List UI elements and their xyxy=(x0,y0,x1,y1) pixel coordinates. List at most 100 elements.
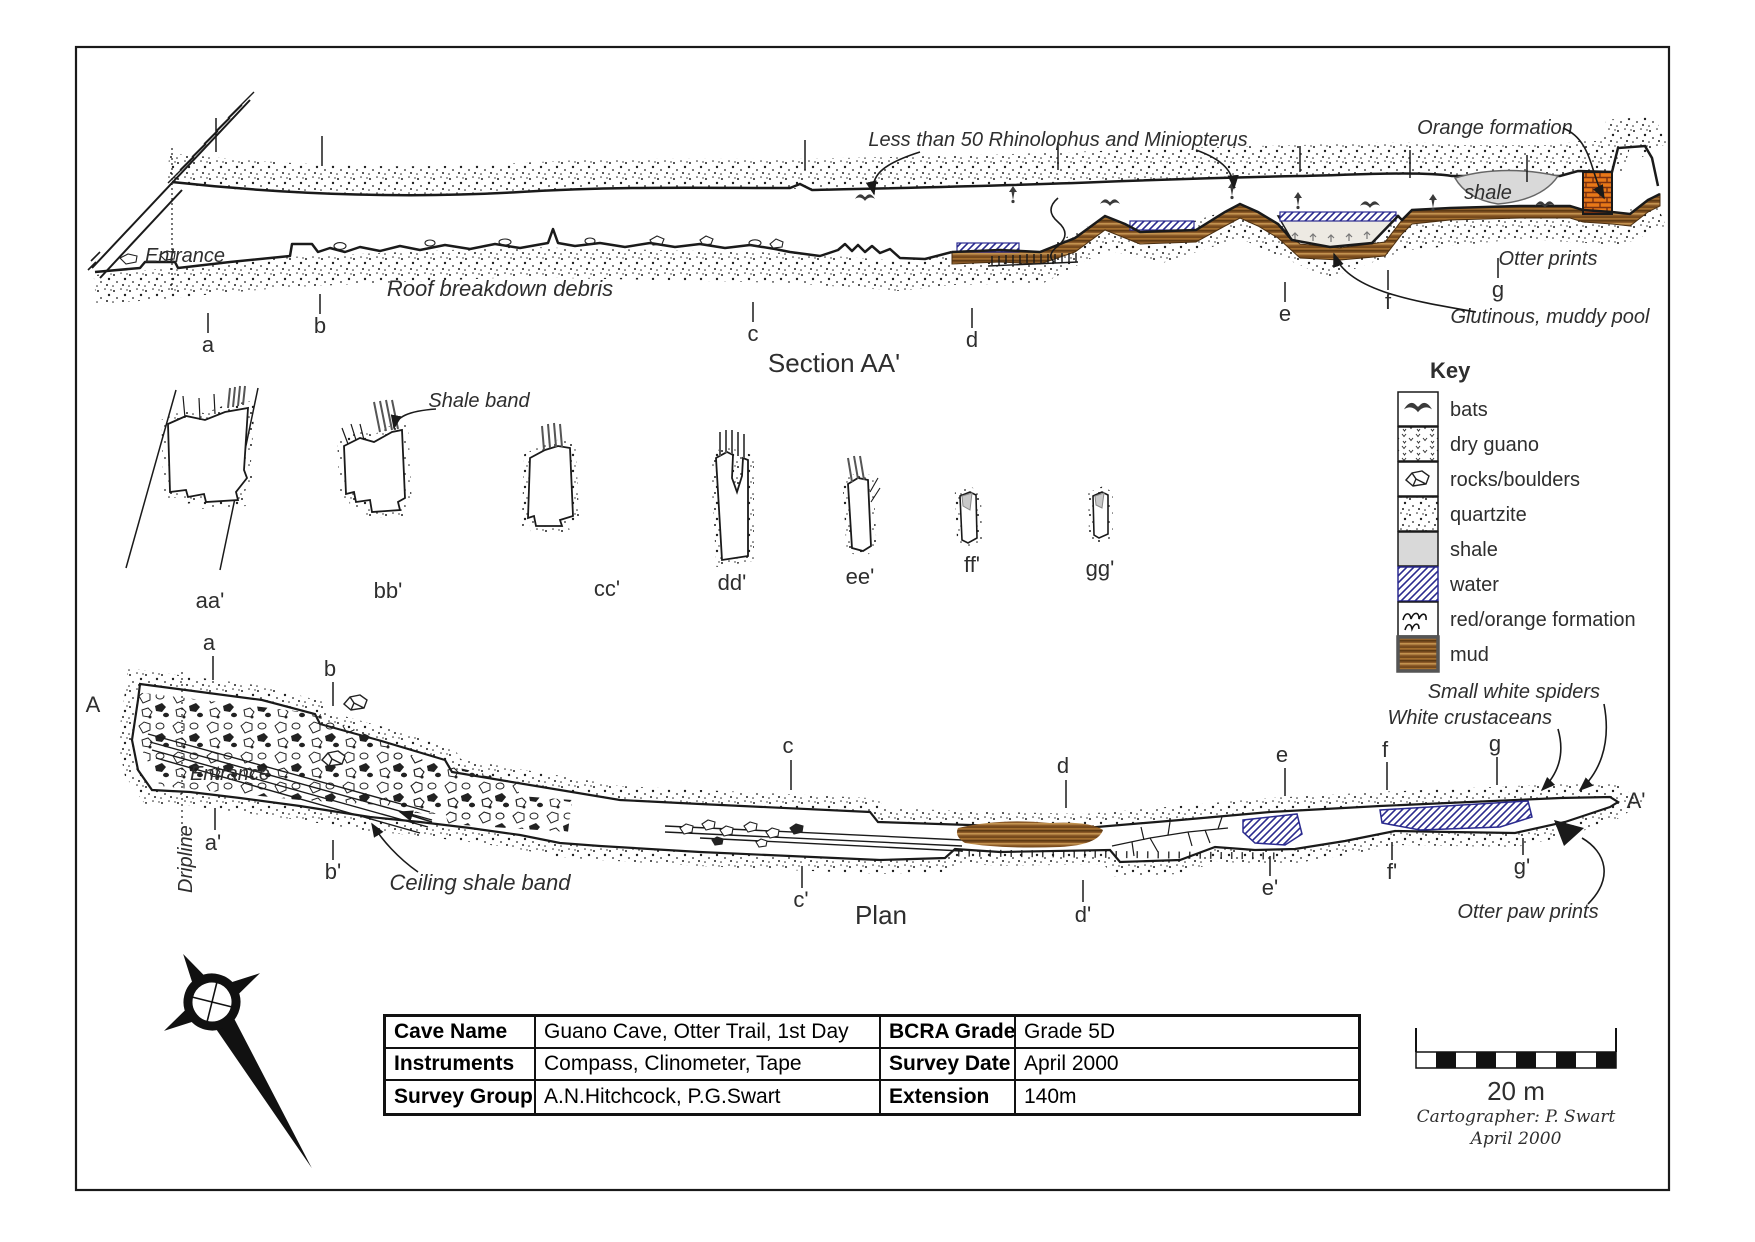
plan-stations-top: a b c d e f g xyxy=(203,630,1501,808)
plan-title: Plan xyxy=(855,900,907,930)
cross-section-gg: gg' xyxy=(1086,492,1115,581)
plan-mud-patch xyxy=(956,821,1103,848)
plan-station-d-prime: d' xyxy=(1075,902,1091,927)
station-g: g xyxy=(1492,277,1504,302)
otter-paw-label: Otter paw prints xyxy=(1457,901,1598,923)
plan-station-e: e xyxy=(1276,742,1288,767)
section-title: Section AA' xyxy=(768,348,900,378)
bats-note-arrow-left xyxy=(865,151,921,196)
xsec-label-dd: dd' xyxy=(718,570,747,595)
floor-cracks xyxy=(1111,816,1229,857)
plan-station-f-prime: f' xyxy=(1387,859,1397,884)
entrance-slope xyxy=(87,91,255,292)
bats-note: Less than 50 Rhinolophus and Miniopterus xyxy=(868,129,1247,151)
orange-formation-label: Orange formation xyxy=(1417,117,1573,139)
red-orange-squiggle-icon xyxy=(1402,612,1427,632)
table-value-cave-name: Guano Cave, Otter Trail, 1st Day xyxy=(536,1017,881,1049)
large-boulder-1 xyxy=(343,694,368,711)
key-label-rocks: rocks/boulders xyxy=(1450,469,1580,491)
table-value-extension: 140m xyxy=(1024,1085,1077,1108)
station-b: b xyxy=(314,313,326,338)
crustaceans-label: White crustaceans xyxy=(1387,707,1552,729)
cross-section-bb: bb' xyxy=(342,399,405,603)
plan-water-2 xyxy=(1379,800,1533,831)
scale-bar: 20 m Cartographer: P. Swart April 2000 xyxy=(1415,1028,1617,1149)
water-pool-2 xyxy=(1129,220,1195,231)
table-value-instruments: Compass, Clinometer, Tape xyxy=(536,1049,881,1081)
station-a: a xyxy=(202,332,215,357)
border-frame xyxy=(74,45,1671,1192)
otter-paw-arrowhead xyxy=(1554,820,1584,846)
scale-label: 20 m xyxy=(1487,1076,1545,1106)
table-label-cave-name: Cave Name xyxy=(386,1017,536,1049)
shale-lens-label: shale xyxy=(1464,182,1512,204)
boulder-field-1 xyxy=(135,692,430,808)
shale-band-arrow xyxy=(390,408,437,430)
plan-a-label: A xyxy=(86,692,101,717)
shale-band-label: Shale band xyxy=(428,390,530,412)
plan-a-prime-label: A' xyxy=(1627,788,1646,813)
section-top-ticks xyxy=(215,118,1528,182)
table-value-survey-date: April 2000 xyxy=(1016,1049,1358,1081)
key-label-water: water xyxy=(1449,574,1499,596)
otter-paw-arrow xyxy=(1581,837,1605,905)
xsec-label-ee: ee' xyxy=(846,564,875,589)
plan-station-c: c xyxy=(783,733,794,758)
cross-section-ff: ff' xyxy=(960,492,980,577)
station-f: f xyxy=(1385,289,1392,314)
xsec-label-cc: cc' xyxy=(594,576,620,601)
spiders-arrow xyxy=(1578,703,1608,792)
plan-station-a: a xyxy=(203,630,216,655)
plan-station-b: b xyxy=(324,656,336,681)
plan-entrance-label: Entrance xyxy=(190,763,270,785)
crustaceans-arrow xyxy=(1540,728,1562,792)
plan-station-f: f xyxy=(1382,737,1389,762)
meander-line xyxy=(1050,197,1066,263)
ceiling-shale-band-arrow xyxy=(371,822,419,873)
debris-label: Roof breakdown debris xyxy=(387,276,613,301)
muddy-pool-label: Glutinous, muddy pool xyxy=(1450,306,1650,328)
shale-lens xyxy=(1453,169,1560,205)
cartographer-credit: Cartographer: P. Swart xyxy=(1417,1107,1616,1127)
pool-marks xyxy=(1291,231,1371,242)
section-stations: a b c d e f g xyxy=(202,258,1504,357)
table-label-extension: Extension xyxy=(881,1081,1016,1113)
section-view: shale Entrance Roof breakdown xyxy=(87,91,1669,378)
section-entrance-label: Entrance xyxy=(145,245,225,267)
table-label-survey-group: Survey Group xyxy=(386,1081,536,1113)
key-label-red-orange: red/orange formation xyxy=(1450,609,1636,631)
credit-date: April 2000 xyxy=(1469,1129,1562,1149)
survey-table: Cave Name Guano Cave, Otter Trail, 1st D… xyxy=(383,1014,1361,1116)
pool-water-rim xyxy=(1279,211,1397,222)
cross-section-ee: ee' xyxy=(846,455,881,589)
plan-station-e-prime: e' xyxy=(1262,875,1278,900)
otter-prints-label: Otter prints xyxy=(1499,248,1598,270)
table-label-bcra-grade: BCRA Grade xyxy=(881,1017,1016,1049)
xsec-label-aa: aa' xyxy=(196,588,225,613)
station-c: c xyxy=(748,321,759,346)
quartzite-band-floor xyxy=(93,198,1667,305)
key-label-shale: shale xyxy=(1450,539,1498,561)
cross-sections: aa' bb' Shale band cc' dd' xyxy=(125,385,1115,613)
key-label-bats: bats xyxy=(1450,399,1488,421)
xsec-label-bb: bb' xyxy=(374,578,403,603)
table-value-bcra-grade: Grade 5D xyxy=(1016,1017,1358,1049)
north-arrow xyxy=(163,953,312,1169)
orange-formation-arrow xyxy=(1562,127,1605,200)
plan-station-b-prime: b' xyxy=(325,859,341,884)
shale-lines-arrow xyxy=(398,810,433,823)
spiders-label: Small white spiders xyxy=(1428,681,1600,703)
bats-note-arrow-right xyxy=(1195,149,1239,190)
plan-water-1 xyxy=(1242,813,1303,846)
plan-station-g-prime: g' xyxy=(1514,854,1530,879)
ceiling-shale-band-label: Ceiling shale band xyxy=(389,870,571,895)
plan-station-c-prime: c' xyxy=(793,887,808,912)
cross-section-cc: cc' xyxy=(528,422,620,601)
section-mud-top-line xyxy=(951,192,1661,254)
comb-marks xyxy=(987,253,1079,267)
plan-station-d: d xyxy=(1057,753,1069,778)
muddy-pool-arrow xyxy=(1333,252,1477,313)
xsec-label-gg: gg' xyxy=(1086,556,1115,581)
